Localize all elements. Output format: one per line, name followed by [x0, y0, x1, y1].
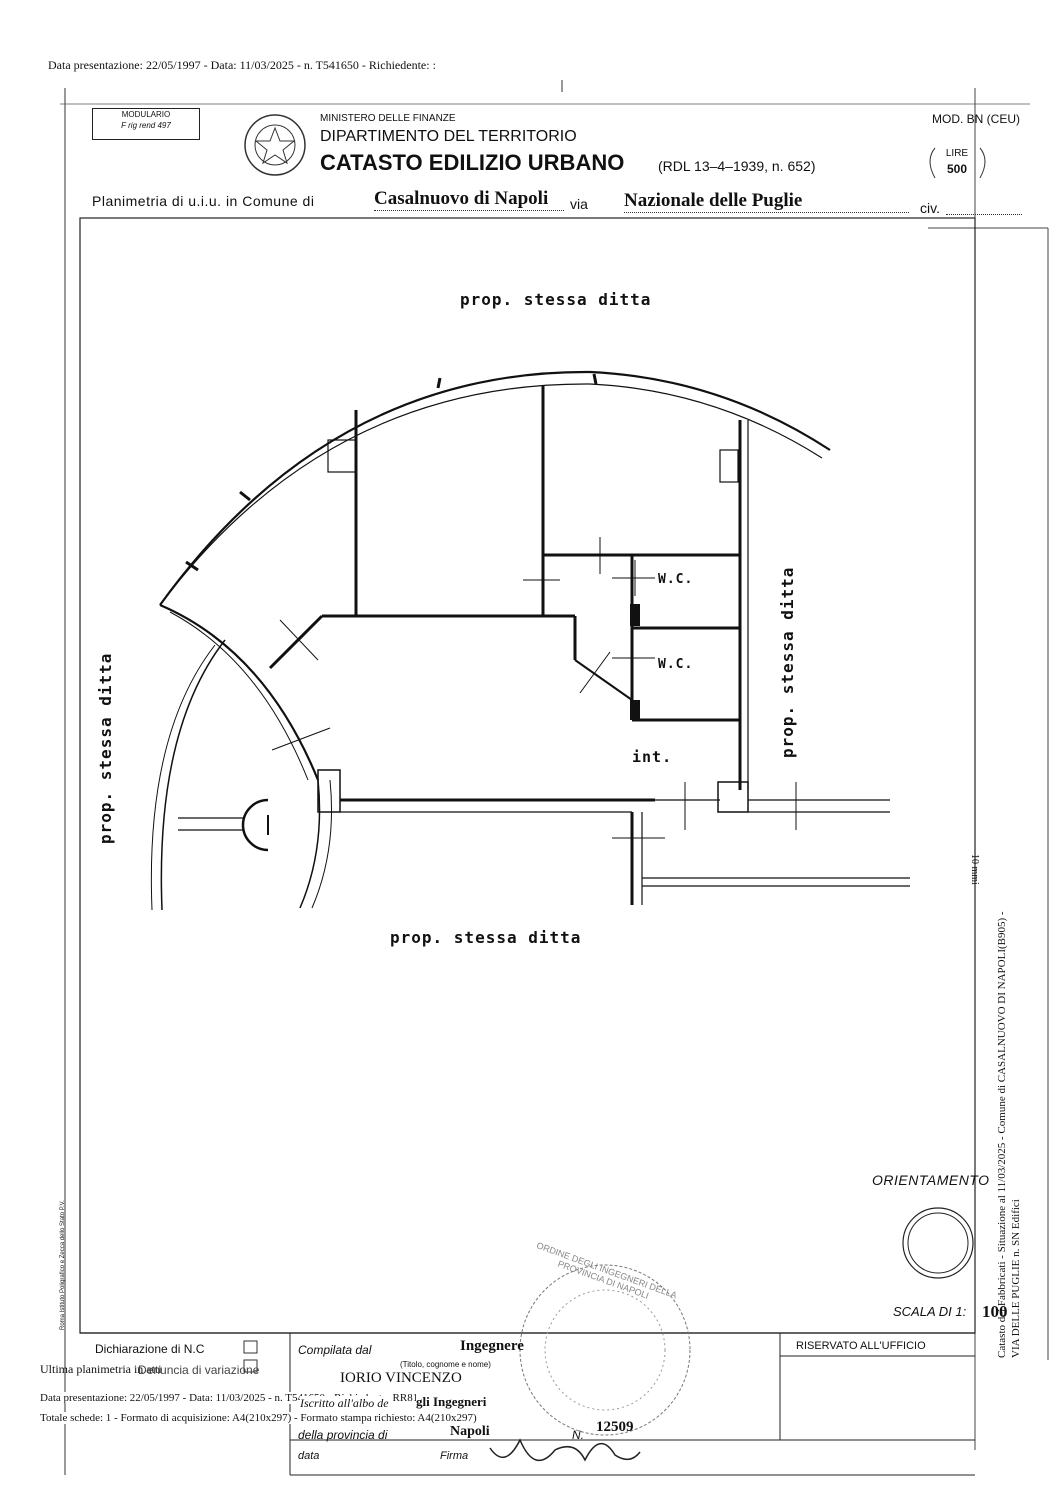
- civ-value: [946, 196, 1022, 215]
- provincia-label: della provincia di: [298, 1428, 388, 1442]
- orientation-label: ORIENTAMENTO: [872, 1172, 990, 1188]
- planimetria-prefix: Planimetria di u.i.u. in Comune di: [92, 193, 315, 209]
- albo-value: gli Ingegneri: [416, 1394, 487, 1410]
- totale-schede-line: Totale schede: 1 - Formato di acquisizio…: [40, 1412, 477, 1424]
- modulario-box: MODULARIO F rig rend 497: [92, 108, 200, 140]
- numero-label: N.: [572, 1428, 584, 1442]
- printer-imprint: Roma Istituto Poligrafico e Zecca dello …: [60, 1200, 66, 1330]
- numero-value: 12509: [596, 1419, 634, 1435]
- side-stamp-line1: Catasto dei Fabbricati - Situazione al 1…: [996, 911, 1008, 1358]
- label-top-neighbor: prop. stessa ditta: [460, 290, 652, 309]
- label-wc-2: W.C.: [658, 657, 694, 672]
- modulario-line2: F rig rend 497: [121, 121, 171, 130]
- label-right-neighbor: prop. stessa ditta: [778, 566, 797, 758]
- price-value: 500: [946, 162, 968, 176]
- department-name: DIPARTIMENTO DEL TERRITORIO: [320, 128, 577, 145]
- denuncia-variazione-label: Denuncia di variazione: [138, 1363, 260, 1377]
- presentation-header: Data presentazione: 22/05/1997 - Data: 1…: [48, 58, 436, 72]
- ministry-name: MINISTERO DELLE FINANZE: [320, 113, 456, 124]
- scale-value: 100: [982, 1302, 1008, 1321]
- side-stamp-line3: 10 mmi: [969, 854, 980, 885]
- titolo-hint: (Titolo, cognome e nome): [400, 1360, 491, 1369]
- price-label: LIRE: [945, 148, 969, 159]
- dichiarazione-nc-label: Dichiarazione di N.C: [95, 1342, 205, 1356]
- label-interno: int.: [632, 748, 673, 766]
- label-left-neighbor: prop. stessa ditta: [96, 652, 115, 844]
- ultima-planimetria-label: Ultima planimetria in atti: [40, 1362, 162, 1376]
- catasto-title: CATASTO EDILIZIO URBANO: [320, 150, 625, 175]
- riservato-ufficio: RISERVATO ALL'UFFICIO: [796, 1340, 926, 1352]
- label-bottom-neighbor: prop. stessa ditta: [390, 928, 582, 947]
- nome-value: IORIO VINCENZO: [340, 1370, 462, 1386]
- via-value: Nazionale delle Puglie: [624, 190, 909, 213]
- data-label: data: [298, 1450, 320, 1462]
- civ-label: civ.: [920, 200, 940, 216]
- qualifica-value: Ingegnere: [460, 1338, 524, 1354]
- scale-label: SCALA DI 1:: [893, 1304, 967, 1319]
- iscritto-label: Iscritto all'albo de: [300, 1396, 389, 1411]
- comune-value: Casalnuovo di Napoli: [374, 188, 564, 211]
- provincia-value: Napoli: [450, 1424, 490, 1439]
- compilata-dal-label: Compilata dal: [298, 1343, 372, 1357]
- presentation-footer-line: Data presentazione: 22/05/1997 - Data: 1…: [40, 1392, 470, 1404]
- side-stamp-line2: VIA DELLE PUGLIE n. SN Edifici: [1010, 1199, 1022, 1358]
- mod-code: MOD. BN (CEU): [932, 112, 1020, 126]
- firma-label: Firma: [440, 1450, 469, 1462]
- modulario-line1: MODULARIO: [121, 110, 171, 119]
- label-wc-1: W.C.: [658, 572, 694, 587]
- catasto-law: (RDL 13–4–1939, n. 652): [658, 158, 816, 174]
- via-label: via: [570, 196, 588, 212]
